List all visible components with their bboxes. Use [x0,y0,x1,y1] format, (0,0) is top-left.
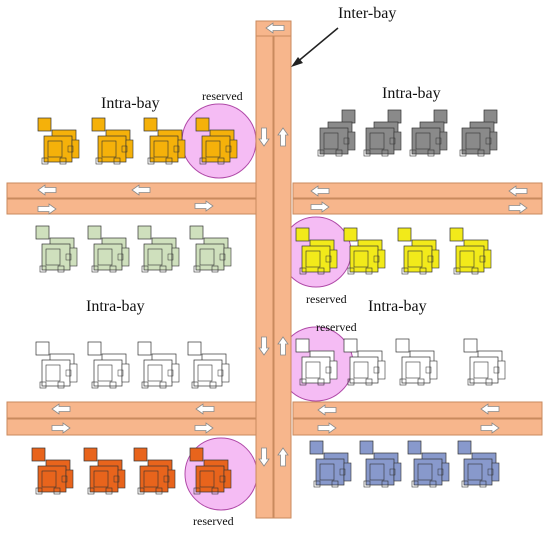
arrow-lower-right-b-1 [317,422,337,434]
track-lower-right-b [292,418,543,436]
machine-row2-right-2 [343,227,386,275]
arrow-lower-right-b-2 [480,422,500,434]
machine-row2-right-4 [449,227,492,275]
arrow-inter-bay-up-3 [277,447,289,467]
arrow-upper-left-b-2 [194,200,214,212]
machine-row1-left-1 [37,117,80,165]
intra-bay-label-mid-right: Intra-bay [368,298,427,315]
machine-row1-right-3 [409,109,448,157]
track-upper-right-a [292,182,543,199]
arrow-upper-right-b-1 [310,201,330,213]
arrow-inter-bay-down-3 [258,447,270,467]
pointer-line [295,27,339,64]
arrow-lower-left-b-1 [51,422,71,434]
track-lower-right-a [292,401,543,419]
inter-bay-lane-left [255,20,274,519]
arrow-inter-bay-down-1 [258,127,270,147]
machine-row1-right-2 [363,109,402,157]
arrow-inter-bay-up-2 [277,336,289,356]
machine-row4-right-4 [457,440,500,488]
track-lower-left-a [6,401,259,419]
machine-row3-right-2 [343,338,386,386]
arrow-inter-bay-down-2 [258,336,270,356]
machine-row3-left-3 [137,341,180,389]
machine-row3-left-4 [187,341,230,389]
direction-arrows [37,22,528,467]
intra-bay-track-lower [6,401,543,436]
pointer-head [291,57,303,67]
arrow-lower-left-a-2 [195,403,215,415]
arrow-upper-right-b-2 [508,202,528,214]
arrow-lower-left-a-1 [51,403,71,415]
arrow-lower-right-a-2 [480,403,500,415]
machine-row1-right-1 [317,109,356,157]
arrow-inter-bay-top [265,22,285,34]
machine-row3-left-2 [87,341,130,389]
inter-bay-label: Inter-bay [338,5,396,22]
machine-row1-right-4 [459,109,498,157]
machine-row2-left-4 [189,225,232,273]
intra-bay-label-top-right: Intra-bay [382,85,441,102]
machine-row3-right-1 [295,338,338,386]
reserved-label-1: reserved [202,89,243,103]
machine-row4-right-2 [359,440,402,488]
reserved-label-3: reserved [316,320,357,334]
arrow-lower-left-b-2 [194,422,214,434]
machine-row3-right-3 [395,338,438,386]
machine-row4-left-1 [31,447,74,495]
machine-row2-right-1 [295,227,338,275]
track-lower-left-b [6,418,259,436]
machine-row3-left-1 [35,341,78,389]
machine-row3-right-4 [463,338,506,386]
machines [31,109,506,495]
track-upper-right-b [292,198,543,215]
inter-bay-track [255,20,292,519]
arrow-upper-left-b-1 [37,203,57,215]
machine-row1-left-4 [195,117,238,165]
intra-bay-label-mid-left: Intra-bay [86,298,145,315]
arrow-upper-left-a-2 [131,184,151,196]
arrow-inter-bay-up-1 [277,127,289,147]
machine-row2-left-2 [87,225,130,273]
reserved-label-2: reserved [306,292,347,306]
arrow-upper-left-a-1 [37,184,57,196]
intra-bay-label-top-left: Intra-bay [101,95,160,112]
machine-row2-right-3 [397,227,440,275]
arrow-upper-right-a-2 [508,185,528,197]
reserved-label-4: reserved [193,514,234,528]
machine-row4-left-3 [133,447,176,495]
machine-row4-left-2 [83,447,126,495]
inter-bay-pointer [291,27,339,67]
machine-row1-left-3 [143,117,186,165]
machine-row4-right-3 [407,440,450,488]
arrow-upper-right-a-1 [310,185,330,197]
machine-row1-left-2 [91,117,134,165]
arrow-lower-right-a-1 [317,404,337,416]
machine-row2-left-3 [137,225,180,273]
machine-row4-left-4 [189,447,232,495]
inter-bay-lane-right [273,34,292,519]
machine-row4-right-1 [309,440,352,488]
machine-row2-left-1 [35,225,78,273]
